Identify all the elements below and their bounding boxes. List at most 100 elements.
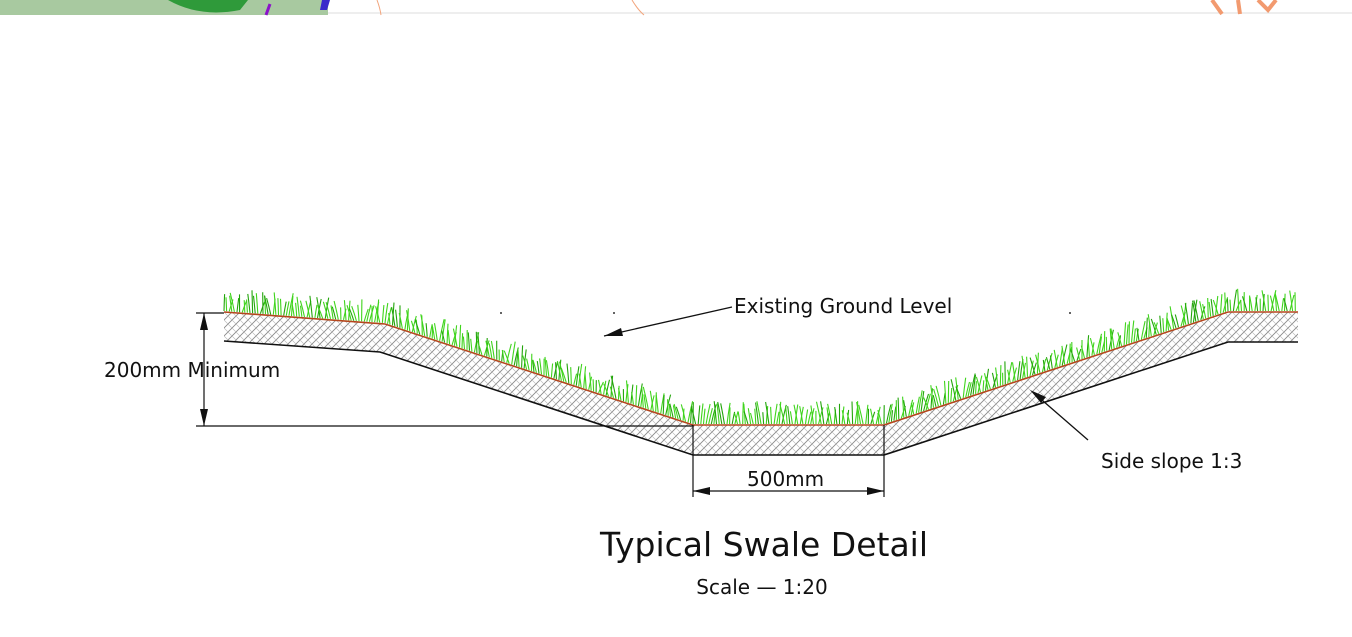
grass-blade [700, 403, 704, 425]
grass-blade [930, 385, 935, 408]
grass-blade [501, 349, 505, 363]
side-slope-label: Side slope 1:3 [1101, 449, 1242, 473]
grass-blade [1162, 318, 1165, 333]
grass-blade [1087, 339, 1090, 357]
grass-blade [910, 402, 915, 415]
grass-blade [458, 324, 462, 348]
subgrade-layer [224, 312, 1298, 455]
grass-blade [485, 340, 490, 358]
grass-blade [1029, 360, 1034, 377]
grass-blade [470, 338, 473, 352]
grass-blade [1089, 337, 1095, 356]
grass-blade [1159, 315, 1162, 333]
grass-blade [330, 305, 334, 320]
depth-arrow-top [200, 313, 208, 330]
grass-blade [1007, 369, 1011, 383]
grass-blade [555, 362, 557, 380]
grass-blade [655, 394, 659, 413]
grass-blade [841, 410, 846, 425]
depth-arrow-bottom [200, 409, 208, 426]
grass-blade [1045, 357, 1051, 370]
grass-blade [523, 349, 527, 369]
grass-blade [965, 381, 971, 398]
grass-blade [955, 386, 962, 399]
grass-blade [346, 305, 352, 321]
grass-blade [1215, 295, 1219, 316]
grass-blade [266, 297, 272, 315]
grass-blade [467, 332, 471, 351]
map-orange-arrows [1210, 0, 1278, 16]
grass-blade [972, 374, 977, 395]
grass-blade [827, 403, 833, 425]
grass-blade [1066, 347, 1073, 364]
grass-blade [391, 306, 396, 327]
grass-blade [490, 340, 495, 359]
existing-ground-leader [603, 306, 733, 337]
grass-blade [475, 331, 478, 354]
depth-label: 200mm Minimum [104, 358, 280, 382]
grass-blade [461, 333, 464, 349]
grass-blade [667, 399, 669, 416]
side-slope-arrowhead [1030, 390, 1046, 403]
grass-blade [1140, 320, 1146, 340]
grass-blade [749, 412, 754, 425]
grass-blade [985, 376, 991, 390]
grass-blade [1237, 288, 1240, 312]
map-green-block [0, 0, 328, 15]
grass-blade [1046, 352, 1053, 371]
grass-blade [415, 319, 418, 334]
grass-blade [283, 301, 287, 316]
grass-blade [1007, 361, 1013, 384]
grass-blade [915, 396, 920, 414]
grass-blade [1117, 332, 1123, 347]
grass-blade [1289, 290, 1294, 312]
grass-blade [598, 381, 604, 394]
grass-blade [597, 379, 602, 394]
grass-blade [713, 401, 718, 425]
grass-blade [804, 409, 809, 425]
grass-blade [1153, 322, 1158, 336]
grass-blade [503, 350, 510, 364]
grass-blade [1202, 303, 1207, 319]
grass-blade [420, 314, 426, 337]
grass-blade [642, 386, 649, 410]
subgrade-bottom-line [223, 340, 1298, 456]
grass-blade [643, 394, 647, 409]
grass-blade [930, 388, 933, 409]
grass-blade [395, 309, 398, 328]
grass-blade [1070, 349, 1076, 362]
grass-blade [263, 295, 269, 315]
grass-blade [223, 294, 226, 312]
grass-blade [1190, 302, 1194, 324]
grass-blade [1220, 294, 1223, 314]
existing-ground-label: Existing Ground Level [734, 294, 952, 318]
grass-blade [411, 315, 417, 333]
grass-blade [452, 328, 458, 347]
grass-blade [631, 391, 634, 405]
grass-blade [1240, 299, 1243, 312]
grass-blade [545, 360, 550, 377]
grass-blade [439, 319, 445, 341]
grass-blade [252, 295, 256, 314]
grass-blade [522, 355, 528, 370]
map-orange-curve-1 [376, 0, 382, 16]
grass-blade [793, 404, 799, 425]
grass-blade [885, 404, 892, 424]
grass-blade [536, 361, 540, 374]
grass-blade [893, 406, 897, 421]
grass-blade [1249, 296, 1253, 312]
grass-blade [1059, 348, 1063, 367]
grass-blade [414, 319, 421, 335]
grass-blade [818, 407, 824, 425]
grass-blade [1166, 317, 1172, 330]
grass-blade [810, 405, 814, 425]
grass-blade [834, 407, 838, 425]
grass-blade [1086, 335, 1090, 358]
grass-blade [1232, 289, 1238, 312]
grass-blade [826, 407, 830, 425]
grass-blade [1208, 301, 1212, 317]
grass-blade [869, 408, 875, 425]
grass-blade [610, 375, 614, 398]
grass-blade [662, 394, 665, 415]
map-green-shape [168, 0, 248, 13]
